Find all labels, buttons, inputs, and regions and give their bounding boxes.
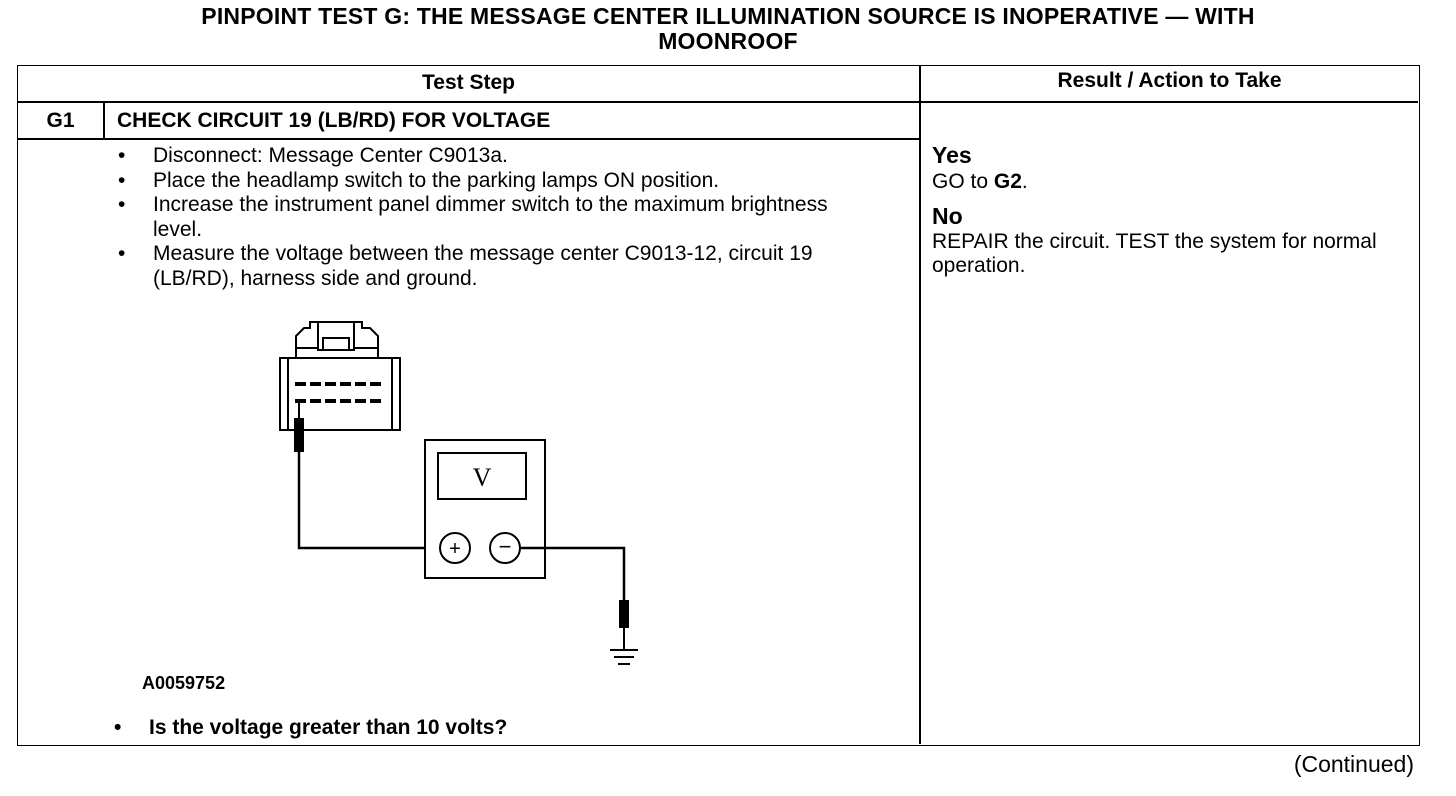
step-title: CHECK CIRCUIT 19 (LB/RD) FOR VOLTAGE <box>117 109 551 132</box>
instruction-item: Disconnect: Message Center C9013a. <box>118 144 878 169</box>
step-id: G1 <box>46 109 75 132</box>
voltmeter-diagram: V + − <box>279 321 638 665</box>
voltmeter-display-label: V <box>473 463 492 492</box>
result-no-action: REPAIR the circuit. TEST the system for … <box>932 230 1377 277</box>
positive-terminal <box>439 532 471 564</box>
pinpoint-test-table: Test Step Result / Action to Take G1 CHE… <box>17 65 1420 746</box>
column-divider <box>919 66 921 744</box>
result-yes-action: GO to G2. <box>932 170 1402 194</box>
step-title-divider <box>18 138 919 140</box>
connector-pins <box>295 382 381 403</box>
plus-icon: + <box>449 538 461 560</box>
result-yes-target: G2 <box>993 170 1022 193</box>
instruction-item: Measure the voltage between the message … <box>118 242 878 291</box>
header-divider <box>18 101 1418 103</box>
figure-id: A0059752 <box>142 673 226 693</box>
positive-lead <box>297 450 438 550</box>
negative-lead <box>520 546 626 602</box>
continued-note: (Continued) <box>1293 751 1414 777</box>
ground-icon <box>610 649 638 665</box>
minus-icon: − <box>499 534 512 559</box>
step-instructions: Disconnect: Message Center C9013a. Place… <box>118 144 878 291</box>
question-bullet: • <box>114 716 122 739</box>
result-yes-suffix: . <box>1021 170 1028 193</box>
instruction-item: Increase the instrument panel dimmer swi… <box>118 193 878 242</box>
result-yes-label: Yes <box>932 142 972 168</box>
page-title-line2: MOONROOF <box>658 28 798 54</box>
connector-c9013 <box>279 321 401 431</box>
negative-probe <box>619 600 629 650</box>
page-title: PINPOINT TEST G: THE MESSAGE CENTER ILLU… <box>0 4 1456 54</box>
positive-probe <box>294 400 304 452</box>
result-no-label: No <box>932 203 963 229</box>
result-yes-prefix: GO to <box>932 170 994 193</box>
step-question: • Is the voltage greater than 10 volts? <box>114 716 507 740</box>
header-result-action: Result / Action to Take <box>1057 69 1282 92</box>
header-test-step: Test Step <box>422 71 515 94</box>
question-text: Is the voltage greater than 10 volts? <box>149 716 508 739</box>
step-id-divider <box>103 101 105 139</box>
instruction-item: Place the headlamp switch to the parking… <box>118 169 878 194</box>
voltmeter: V + − <box>424 439 546 579</box>
page-title-line1: PINPOINT TEST G: THE MESSAGE CENTER ILLU… <box>201 3 1255 29</box>
